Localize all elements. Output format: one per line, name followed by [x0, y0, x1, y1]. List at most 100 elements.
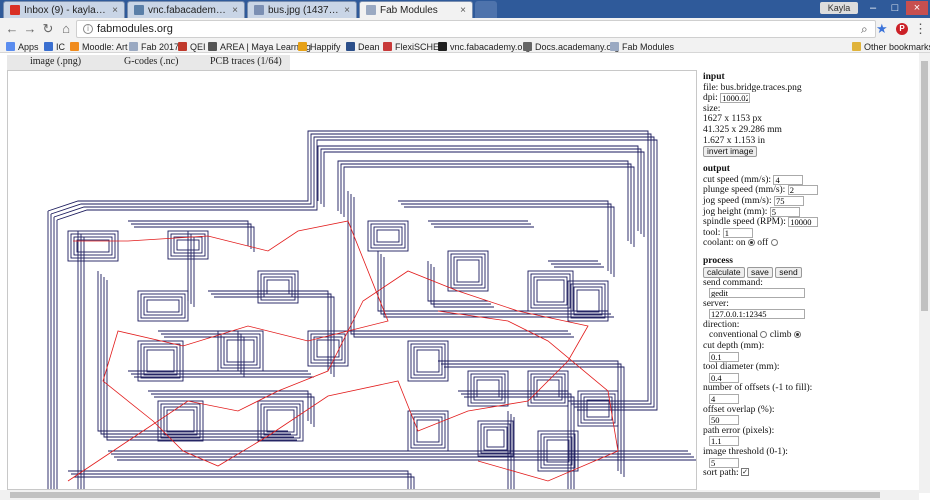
trace-path — [427, 261, 488, 302]
climb-radio[interactable] — [793, 330, 801, 338]
trace-path — [441, 363, 622, 474]
jog-height-input[interactable] — [769, 206, 800, 217]
vertical-scrollbar[interactable] — [919, 53, 930, 493]
trace-path — [266, 409, 295, 433]
coolant-label: coolant: on — [703, 238, 746, 249]
trace-path — [467, 370, 509, 407]
trace-path — [176, 239, 200, 251]
close-icon[interactable]: × — [112, 4, 118, 16]
trace-path — [131, 223, 252, 249]
bookmark-moodle[interactable]: Moodle: Art — [70, 40, 128, 53]
send-command-input[interactable] — [709, 288, 805, 299]
invert-image-button[interactable]: invert image — [703, 146, 758, 158]
bookmark-apps[interactable]: Apps — [6, 40, 39, 53]
bookmark-star-icon[interactable]: ★ — [876, 21, 888, 36]
trace-path — [580, 393, 616, 424]
tab-image-png[interactable]: image (.png) — [30, 56, 82, 67]
user-profile-chip[interactable]: Kayla — [820, 2, 858, 14]
tool-diameter-input[interactable] — [709, 372, 739, 383]
image-threshold-input[interactable] — [709, 457, 739, 468]
dpi-input[interactable] — [720, 93, 751, 104]
trace-path — [413, 416, 443, 446]
bookmark-label: Fab 2017 — [141, 41, 180, 52]
minimize-icon[interactable]: – — [869, 2, 877, 14]
pinterest-icon[interactable]: P — [896, 23, 908, 35]
bookmark-docs-academany[interactable]: Docs.academany.org — [523, 40, 619, 53]
bookmark-happify[interactable]: Happify — [298, 40, 341, 53]
tab-gcodes-nc[interactable]: G-codes (.nc) — [124, 56, 179, 67]
jog-speed-input[interactable] — [773, 195, 804, 206]
address-bar[interactable]: i fabmodules.org ⌕ — [76, 20, 876, 38]
bookmark-flexisched[interactable]: FlexiSCHED — [383, 40, 446, 53]
trace-path — [223, 336, 258, 366]
cut-depth-input[interactable] — [709, 351, 739, 362]
trace-path — [577, 240, 658, 411]
conventional-radio[interactable] — [760, 330, 768, 338]
conventional-label: conventional — [709, 330, 759, 341]
trace-path — [483, 426, 508, 451]
reload-icon[interactable]: ↻ — [42, 21, 54, 36]
cut-speed-input[interactable] — [773, 174, 804, 185]
trace-path — [214, 296, 335, 377]
moodle-icon — [70, 42, 79, 51]
back-arrow-icon[interactable]: ← — [5, 21, 19, 36]
settings-panel: input file: bus.bridge.traces.png dpi: s… — [703, 72, 919, 479]
tab-title: vnc.fabacademy.org — [148, 4, 229, 16]
info-icon[interactable]: i — [83, 24, 93, 34]
trace-path — [154, 396, 315, 427]
trace-path — [486, 429, 505, 448]
trace-path — [398, 200, 609, 271]
zoom-icon[interactable]: ⌕ — [861, 22, 868, 36]
bookmark-area-maya[interactable]: AREA | Maya Learning — [208, 40, 311, 53]
browser-tab-gmail[interactable]: Inbox (9) - kaylaproctor × — [3, 1, 125, 18]
close-icon[interactable]: × — [232, 4, 238, 16]
home-icon[interactable]: ⌂ — [62, 21, 70, 36]
scroll-thumb[interactable] — [921, 61, 928, 311]
trace-path — [574, 237, 655, 408]
trace-path — [257, 270, 299, 304]
calculate-button[interactable]: calculate — [703, 266, 745, 278]
trace-path — [67, 230, 119, 262]
bookmark-vnc[interactable]: vnc.fabacademy.org — [438, 40, 530, 53]
trace-path — [404, 206, 615, 277]
trace-path — [586, 399, 610, 418]
horizontal-scrollbar[interactable] — [0, 490, 919, 500]
browser-tab-vnc[interactable]: vnc.fabacademy.org × — [127, 1, 245, 18]
coolant-off-radio[interactable] — [770, 238, 778, 246]
offset-overlap-input[interactable] — [709, 415, 739, 426]
browser-tab-fab-modules[interactable]: Fab Modules × — [359, 1, 473, 18]
tab-pcb-traces[interactable]: PCB traces (1/64) — [210, 56, 282, 67]
cut-depth-label: cut depth (mm): — [703, 341, 765, 352]
trace-path — [416, 349, 440, 373]
bookmark-ic[interactable]: IC — [44, 40, 65, 53]
offsets-input[interactable] — [709, 394, 739, 405]
close-icon[interactable]: × — [344, 4, 350, 16]
spindle-speed-input[interactable] — [788, 217, 819, 228]
bookmark-fab-modules[interactable]: Fab Modules — [610, 40, 674, 53]
save-button[interactable]: save — [746, 266, 773, 278]
window-close-icon[interactable]: × — [906, 1, 928, 15]
browser-menu-icon[interactable]: ⋮ — [914, 21, 927, 36]
scroll-thumb[interactable] — [10, 492, 880, 498]
trace-path — [211, 293, 332, 374]
sort-path-checkbox[interactable]: ✓ — [741, 468, 749, 476]
server-input[interactable] — [709, 309, 805, 320]
plunge-speed-input[interactable] — [787, 185, 818, 196]
forward-arrow-icon[interactable]: → — [23, 21, 37, 36]
bookmark-qei[interactable]: QEI — [178, 40, 206, 53]
other-bookmarks[interactable]: Other bookmarks — [852, 40, 930, 53]
trace-path — [160, 403, 201, 439]
browser-tab-image[interactable]: bus.jpg (1437×940) × — [247, 1, 357, 18]
trace-path — [320, 148, 642, 234]
trace-path — [527, 370, 569, 407]
new-tab-button[interactable] — [475, 1, 497, 18]
toolpath-canvas[interactable] — [7, 70, 697, 490]
maximize-icon[interactable]: □ — [891, 2, 899, 14]
bookmark-fab-2017[interactable]: Fab 2017 — [129, 40, 179, 53]
bookmark-dean[interactable]: Dean — [346, 40, 380, 53]
coolant-on-radio[interactable] — [747, 238, 755, 246]
send-button[interactable]: send — [775, 266, 802, 278]
close-icon[interactable]: × — [460, 4, 466, 16]
tool-input[interactable] — [722, 227, 753, 238]
path-error-input[interactable] — [709, 436, 739, 447]
